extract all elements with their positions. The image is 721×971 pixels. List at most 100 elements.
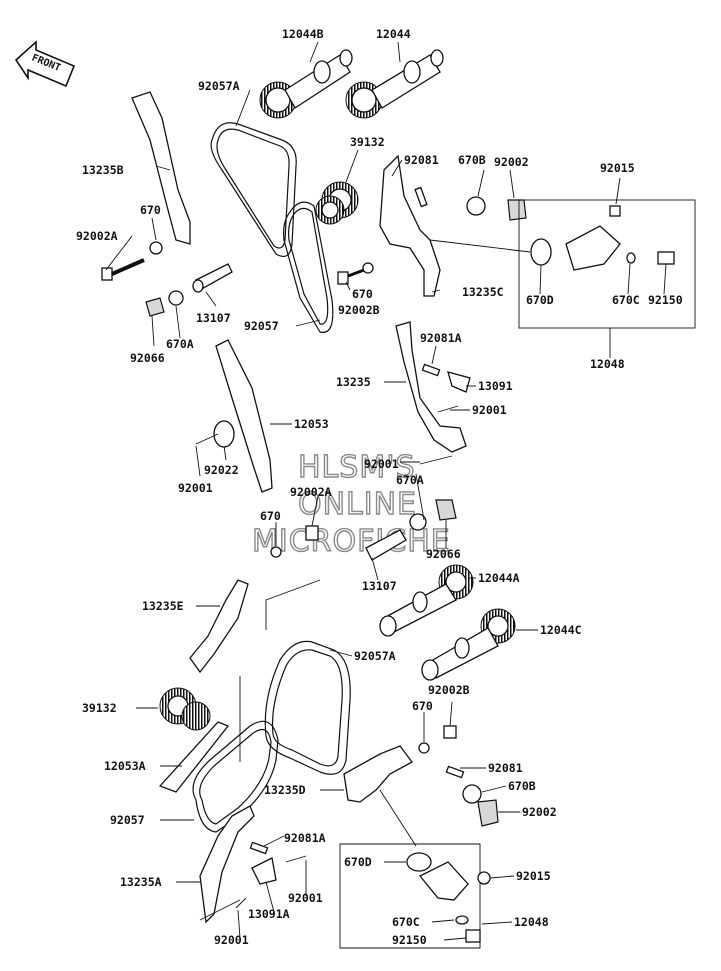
label-92001-left: 92001 [178,481,213,495]
label-670-center: 670 [260,509,281,523]
label-670-left: 670 [140,203,161,217]
guide-13235e [189,579,249,674]
oring-670b-lower [462,784,482,804]
label-92081a-top: 92081A [420,331,462,345]
leader-lines [105,89,667,941]
label-12053a: 12053A [104,759,146,773]
plate-13091a [251,857,277,885]
bolt-92002b-lower [443,725,457,739]
guide-13235b [131,91,191,245]
guide-13235a [199,805,255,924]
label-13235a: 13235A [120,875,162,889]
label-13107-center: 13107 [362,579,397,593]
oring-670-bottom [418,742,430,754]
spring-92081-lower [445,765,465,779]
label-92057-top: 92057 [244,319,279,333]
bolt-92002-lower [477,799,499,827]
label-13091a: 13091A [248,907,290,921]
label-670c-bottom: 670C [392,915,420,929]
label-92001-right: 92001 [472,403,507,417]
label-13091: 13091 [478,379,513,393]
label-670-bottom: 670 [412,699,433,713]
label-92150-top: 92150 [648,293,683,307]
label-92066-center: 92066 [426,547,461,561]
label-92002a-left: 92002A [76,229,118,243]
label-13235d: 13235D [264,783,306,797]
bolt-92002a-center [305,525,319,541]
oring-670b-upper [466,196,486,216]
label-92057a-bottom: 92057A [354,649,396,663]
label-12048-bottom: 12048 [514,915,549,929]
label-670b-top: 670B [458,153,486,167]
tensioner-box-12048-upper [518,199,696,329]
spring-92081-upper [414,186,428,208]
label-92002-top: 92002 [494,155,529,169]
label-39132-top: 39132 [350,135,385,149]
label-13235e: 13235E [142,599,184,613]
tensioner-lever-13235c [379,154,441,297]
label-92001-bottom-b: 92001 [288,891,323,905]
label-92081-bottom: 92081 [488,761,523,775]
label-92001-center: 92001 [364,457,399,471]
oring-670-center [270,546,282,558]
label-670c-top: 670C [612,293,640,307]
watermark-line-2: ONLINE [298,487,417,522]
guide-12053a [158,721,230,793]
tensioner-12048-upper [530,205,675,271]
watermark-line-1: HLSM'S [298,450,416,485]
label-92002a-center: 92002A [290,485,332,499]
label-12044b: 12044B [282,27,324,41]
front-arrow-icon: FRONT [14,40,76,88]
oring-670-left [149,241,163,255]
label-92057a-top: 92057A [198,79,240,93]
label-13235: 13235 [336,375,371,389]
chain-92057-lower [192,720,279,833]
label-13107-top: 13107 [196,311,231,325]
bolt-92002-upper [507,199,527,221]
label-92015-bottom: 92015 [516,869,551,883]
label-92057-bottom: 92057 [110,813,145,827]
label-670a-center: 670A [396,473,424,487]
label-92066-left: 92066 [130,351,165,365]
bolt-92002b-upper [337,268,365,285]
camshaft-12044b [259,49,353,119]
label-92150-bottom: 92150 [392,933,427,947]
label-92081-top: 92081 [404,153,439,167]
oring-670c-lower [455,915,469,925]
oring-670a-center [409,513,427,531]
label-670-mid: 670 [352,287,373,301]
label-92002-bottom: 92002 [522,805,557,819]
camshaft-12044 [345,49,444,119]
gear-39132-lower [159,687,211,731]
camshaft-12044c [421,608,516,681]
part-labels: 12044B 12044 92057A 39132 92081 670B 920… [76,27,683,947]
guide-13235 [395,321,467,453]
label-670d-bottom: 670D [344,855,372,869]
bolt-92002a-left [101,258,145,281]
tensioner-lever-13235d [343,745,413,803]
camshaft-12044a [379,564,474,637]
label-670a-left: 670A [166,337,194,351]
label-12044c: 12044C [540,623,582,637]
label-92001-bottom: 92001 [214,933,249,947]
label-13235b: 13235B [82,163,124,177]
label-92015-top: 92015 [600,161,635,175]
label-12053: 12053 [294,417,329,431]
tensioner-12048-lower [406,852,491,943]
label-670b-bottom: 670B [508,779,536,793]
spring-92081a-upper [421,363,441,377]
chain-92057a-upper [210,122,297,257]
guide-12053 [215,339,273,493]
oring-670c-upper [626,252,636,264]
label-92002b-top: 92002B [338,303,380,317]
tensioner-box-12048-lower [339,843,481,949]
oring-670d-lower [406,852,432,872]
shaft-13107-lower [365,529,407,561]
label-670d-top: 670D [526,293,554,307]
label-39132-bottom: 39132 [82,701,117,715]
plug-92066-center [435,499,457,521]
label-12048-top: 12048 [590,357,625,371]
label-12044a: 12044A [478,571,520,585]
label-92022: 92022 [204,463,239,477]
